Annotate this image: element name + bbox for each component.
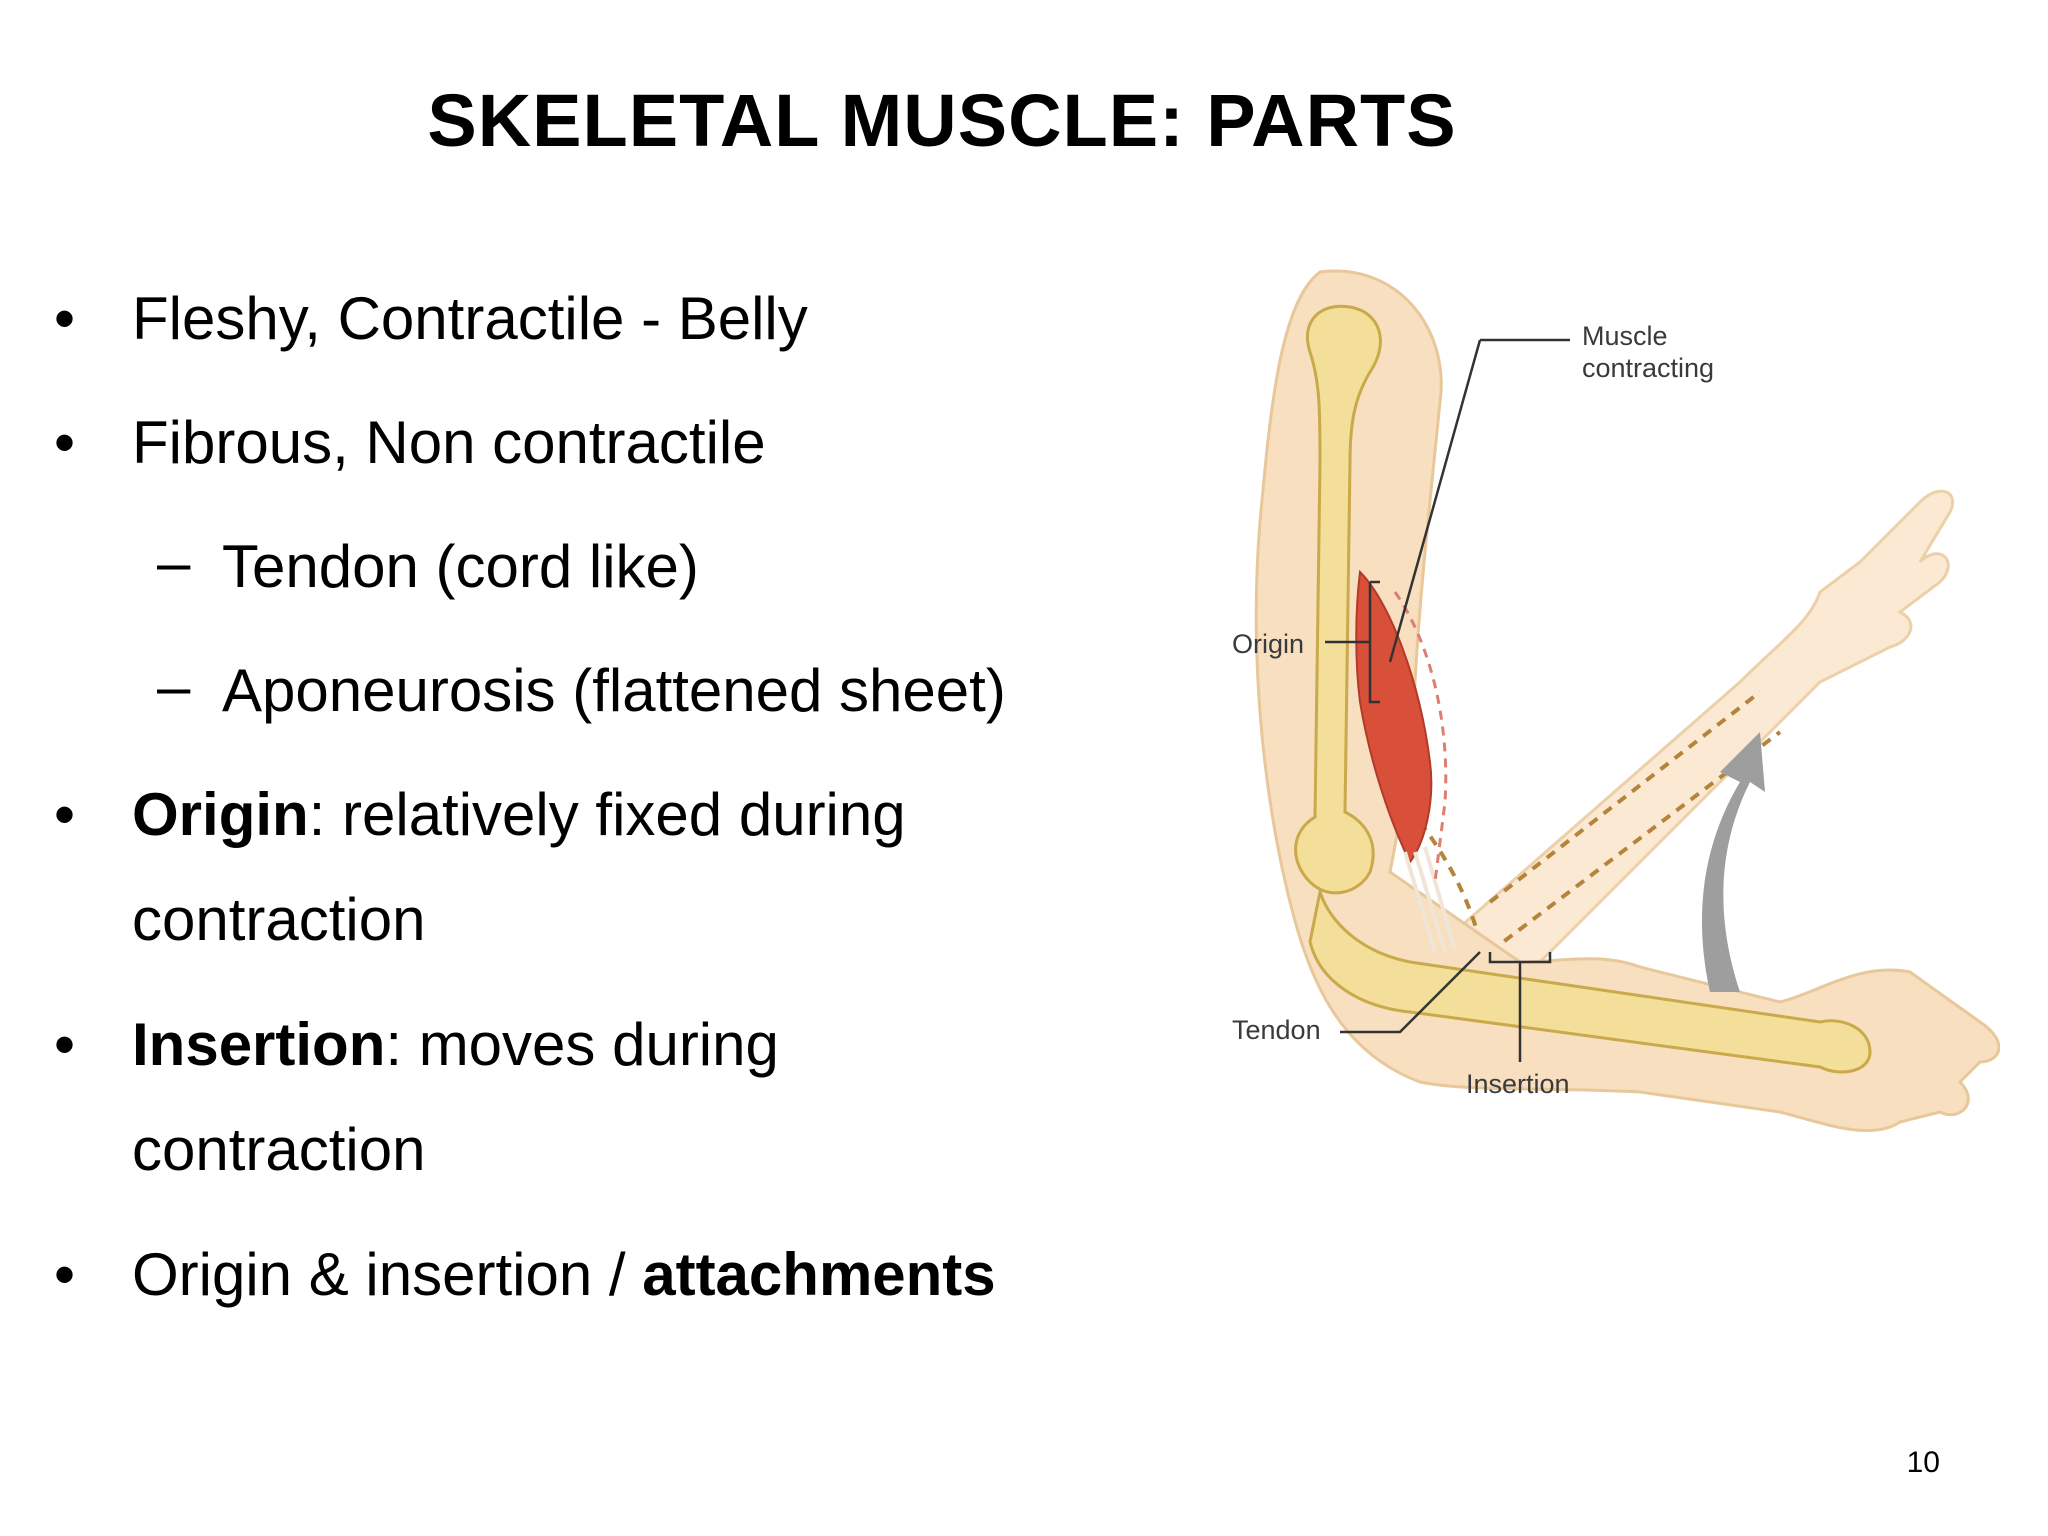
bullet-marker: • — [54, 1241, 76, 1308]
bullet-text: Origin & insertion / — [132, 1241, 643, 1308]
bullet-marker: • — [54, 409, 76, 476]
bullet-bold-term: Insertion — [132, 1011, 386, 1078]
page-number: 10 — [1906, 1446, 1940, 1479]
insertion-bracket — [1488, 952, 1552, 1062]
label-insertion: Insertion — [1466, 1069, 1570, 1099]
bullet-text: Fleshy, Contractile - Belly — [132, 285, 808, 352]
bullet-marker: • — [54, 1011, 76, 1078]
muscle-leader-line — [1388, 338, 1570, 663]
arm-muscle-illustration: Muscle contracting Origin Tendon Inserti… — [1220, 262, 2001, 1162]
bullet-marker: • — [54, 285, 76, 352]
bullet-continuation: contraction — [132, 1115, 426, 1185]
slide-title: SKELETAL MUSCLE: PARTS — [427, 79, 1457, 162]
bullet-text: : moves during — [385, 1011, 779, 1078]
label-origin: Origin — [1232, 629, 1305, 659]
sub-bullet-item: – Tendon (cord like) — [157, 529, 699, 602]
origin-bracket — [1325, 580, 1380, 704]
dashed-bone-outline — [1418, 690, 1782, 954]
forearm-bone — [1308, 886, 1872, 1074]
dash-marker: – — [157, 529, 191, 596]
label-muscle-line2: contracting — [1582, 353, 1715, 383]
arm-drawing — [1254, 269, 2001, 1133]
bullet-continuation: contraction — [132, 885, 426, 955]
sub-bullet-item: – Aponeurosis (flattened sheet) — [157, 653, 1006, 726]
bullet-marker: • — [54, 781, 76, 848]
label-muscle-line1: Muscle — [1582, 321, 1668, 351]
bullet-text: Fibrous, Non contractile — [132, 409, 766, 476]
bullet-item: • Origin: relatively fixed during — [54, 780, 906, 850]
tendon-fibers — [1403, 846, 1457, 953]
humerus-bone — [1294, 304, 1382, 895]
bullet-item: • Fibrous, Non contractile — [54, 408, 766, 478]
bullet-bold-term: Origin — [132, 781, 309, 848]
flexion-arrow — [1701, 732, 1765, 992]
bullet-text: Tendon (cord like) — [222, 533, 699, 600]
dash-marker: – — [157, 653, 191, 720]
bullet-item: • Insertion: moves during — [54, 1010, 779, 1080]
label-muscle-contracting: Muscle contracting — [1582, 320, 1714, 384]
label-tendon: Tendon — [1232, 1015, 1321, 1045]
bullet-text: : relatively fixed during — [308, 781, 906, 848]
extended-forearm — [1417, 489, 1955, 1025]
bullet-item: • Origin & insertion / attachments — [54, 1240, 996, 1310]
bullet-bold-term: attachments — [642, 1241, 996, 1308]
bullet-text: contraction — [132, 886, 426, 953]
tendon-leader-line — [1340, 951, 1481, 1034]
bullet-text: Aponeurosis (flattened sheet) — [222, 657, 1006, 724]
bullet-item: • Fleshy, Contractile - Belly — [54, 284, 808, 354]
bullet-text: contraction — [132, 1116, 426, 1183]
